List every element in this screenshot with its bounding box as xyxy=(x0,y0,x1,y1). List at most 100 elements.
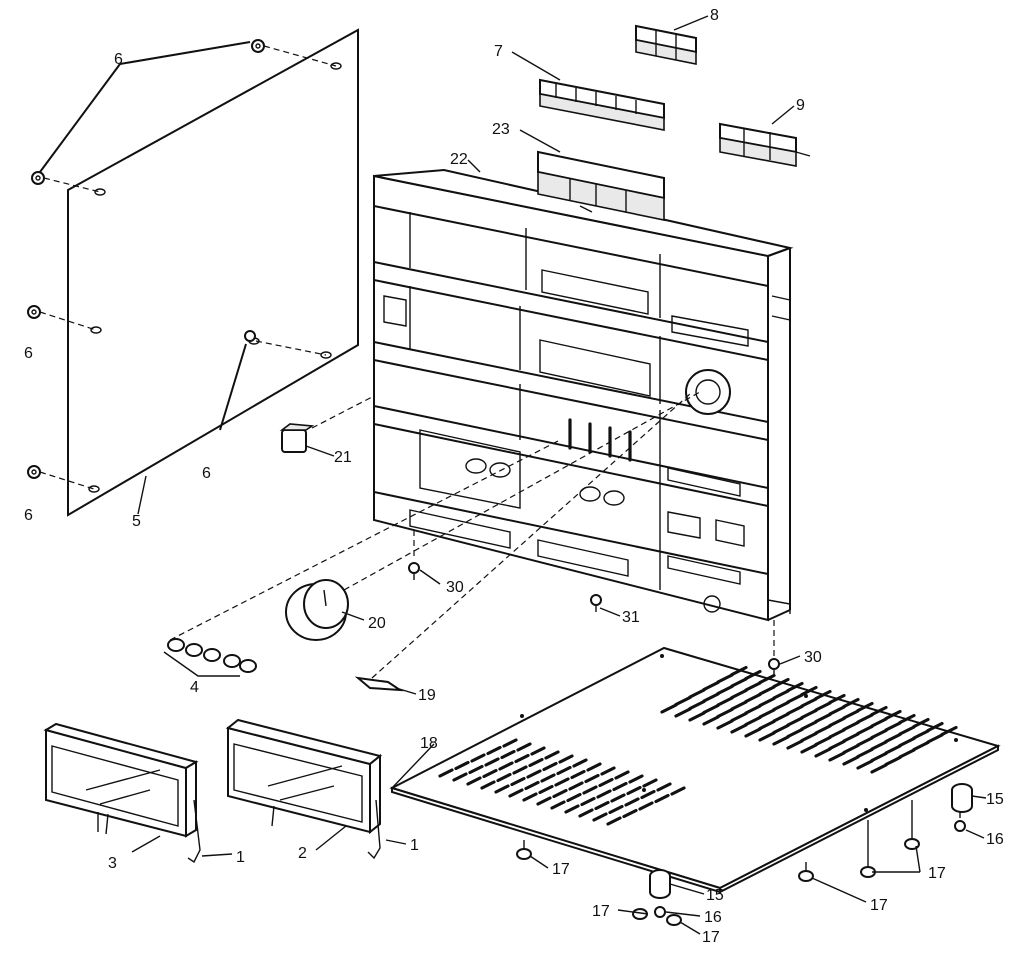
part-8-switch xyxy=(635,24,697,65)
callout-15b: 15 xyxy=(706,887,724,904)
foot-part-15-center xyxy=(649,869,671,899)
vent-slot xyxy=(642,778,658,788)
vent-slot xyxy=(856,747,874,759)
vent-slot xyxy=(940,725,958,737)
vent-slot xyxy=(466,776,482,786)
vent-slot xyxy=(898,725,916,736)
vent-slot xyxy=(828,739,846,751)
vent-slot xyxy=(526,769,542,779)
callout-17c: 17 xyxy=(870,897,888,914)
leader-lines xyxy=(131,15,987,935)
vent-slot xyxy=(494,784,510,794)
foot-icon xyxy=(904,800,920,850)
screw-icon xyxy=(31,171,45,185)
vent-slot xyxy=(530,746,546,756)
vent-slot xyxy=(514,753,530,764)
vent-slot xyxy=(884,744,902,755)
callout-9: 9 xyxy=(796,97,805,114)
vent-slot xyxy=(856,713,874,724)
vent-slot xyxy=(656,782,672,792)
vent-slot xyxy=(842,709,860,720)
vent-slot xyxy=(510,776,526,787)
vent-slot xyxy=(486,745,502,756)
vent-slot xyxy=(744,727,762,738)
vent-slot xyxy=(842,697,860,709)
vent-slot xyxy=(758,685,776,696)
callout-22: 22 xyxy=(450,151,468,168)
callout-6a: 6 xyxy=(114,51,123,68)
vent-slot xyxy=(438,768,454,778)
vent-slot xyxy=(786,693,804,704)
part-21-knob-cap xyxy=(279,395,375,453)
vent-slot xyxy=(842,720,860,732)
vent-slot xyxy=(688,711,706,722)
vent-slot xyxy=(528,757,544,768)
vent-slot xyxy=(654,793,670,804)
screw-icon xyxy=(244,330,256,342)
vent-slot xyxy=(578,808,594,818)
vent-slot xyxy=(638,801,654,811)
callout-31: 31 xyxy=(622,609,640,626)
screw-part-31 xyxy=(590,594,602,612)
vent-slot xyxy=(870,763,888,774)
vent-slot xyxy=(716,684,734,696)
vent-slot xyxy=(772,712,790,723)
vent-slot xyxy=(556,765,572,776)
callout-4: 4 xyxy=(190,679,199,696)
vent-slot xyxy=(538,784,554,795)
vent-slot xyxy=(744,692,762,704)
callout-17e: 17 xyxy=(702,929,720,946)
vent-slot xyxy=(596,789,612,799)
vent-slot xyxy=(870,705,888,717)
vent-slot xyxy=(580,796,596,807)
vent-slot xyxy=(814,735,832,747)
callout-21: 21 xyxy=(334,449,352,466)
callout-17a: 17 xyxy=(552,861,570,878)
vent-slot xyxy=(674,695,692,707)
vent-slot xyxy=(540,773,556,783)
vent-slot xyxy=(716,719,734,730)
feet-part-17-group xyxy=(516,800,920,926)
vent-slot xyxy=(814,724,832,735)
foot-part-15-right xyxy=(951,783,973,813)
callout-5: 5 xyxy=(132,513,141,530)
vent-slot xyxy=(542,761,558,772)
front-chassis-part-22 xyxy=(373,168,794,622)
vent-slot xyxy=(786,716,804,727)
vent-slot xyxy=(786,681,804,693)
vent-slot xyxy=(702,692,720,703)
vent-slot xyxy=(598,777,614,788)
vent-slot xyxy=(744,715,762,727)
foot-icon xyxy=(666,914,682,926)
callout-15a: 15 xyxy=(986,791,1004,808)
vent-slot xyxy=(554,777,570,787)
vent-slot xyxy=(716,696,734,707)
vent-slot xyxy=(550,800,566,810)
vent-slot xyxy=(702,703,720,715)
vent-slot xyxy=(772,723,790,735)
vent-slot xyxy=(524,780,540,791)
vent-slot xyxy=(884,721,902,732)
vent-slot xyxy=(744,669,762,681)
vent-slot xyxy=(786,704,804,716)
screw-part-16-right xyxy=(954,812,966,832)
screw-part-30b xyxy=(768,620,780,676)
vent-slot xyxy=(884,709,902,721)
vent-slot xyxy=(884,755,902,767)
callout-1a: 1 xyxy=(236,849,245,866)
vent-slot xyxy=(688,688,706,699)
screw-icon xyxy=(27,305,41,319)
callout-16b: 16 xyxy=(704,909,722,926)
vent-slot xyxy=(800,743,818,754)
vent-slot xyxy=(884,732,902,744)
part-9-switch xyxy=(719,122,811,167)
vent-slot xyxy=(730,677,748,688)
vent-slot xyxy=(536,796,552,806)
vent-slot xyxy=(744,704,762,715)
vent-slot xyxy=(594,800,610,811)
vent-slot xyxy=(608,804,624,815)
foot-icon xyxy=(798,862,814,882)
vent-slot xyxy=(628,774,644,784)
vent-slot xyxy=(512,765,528,775)
